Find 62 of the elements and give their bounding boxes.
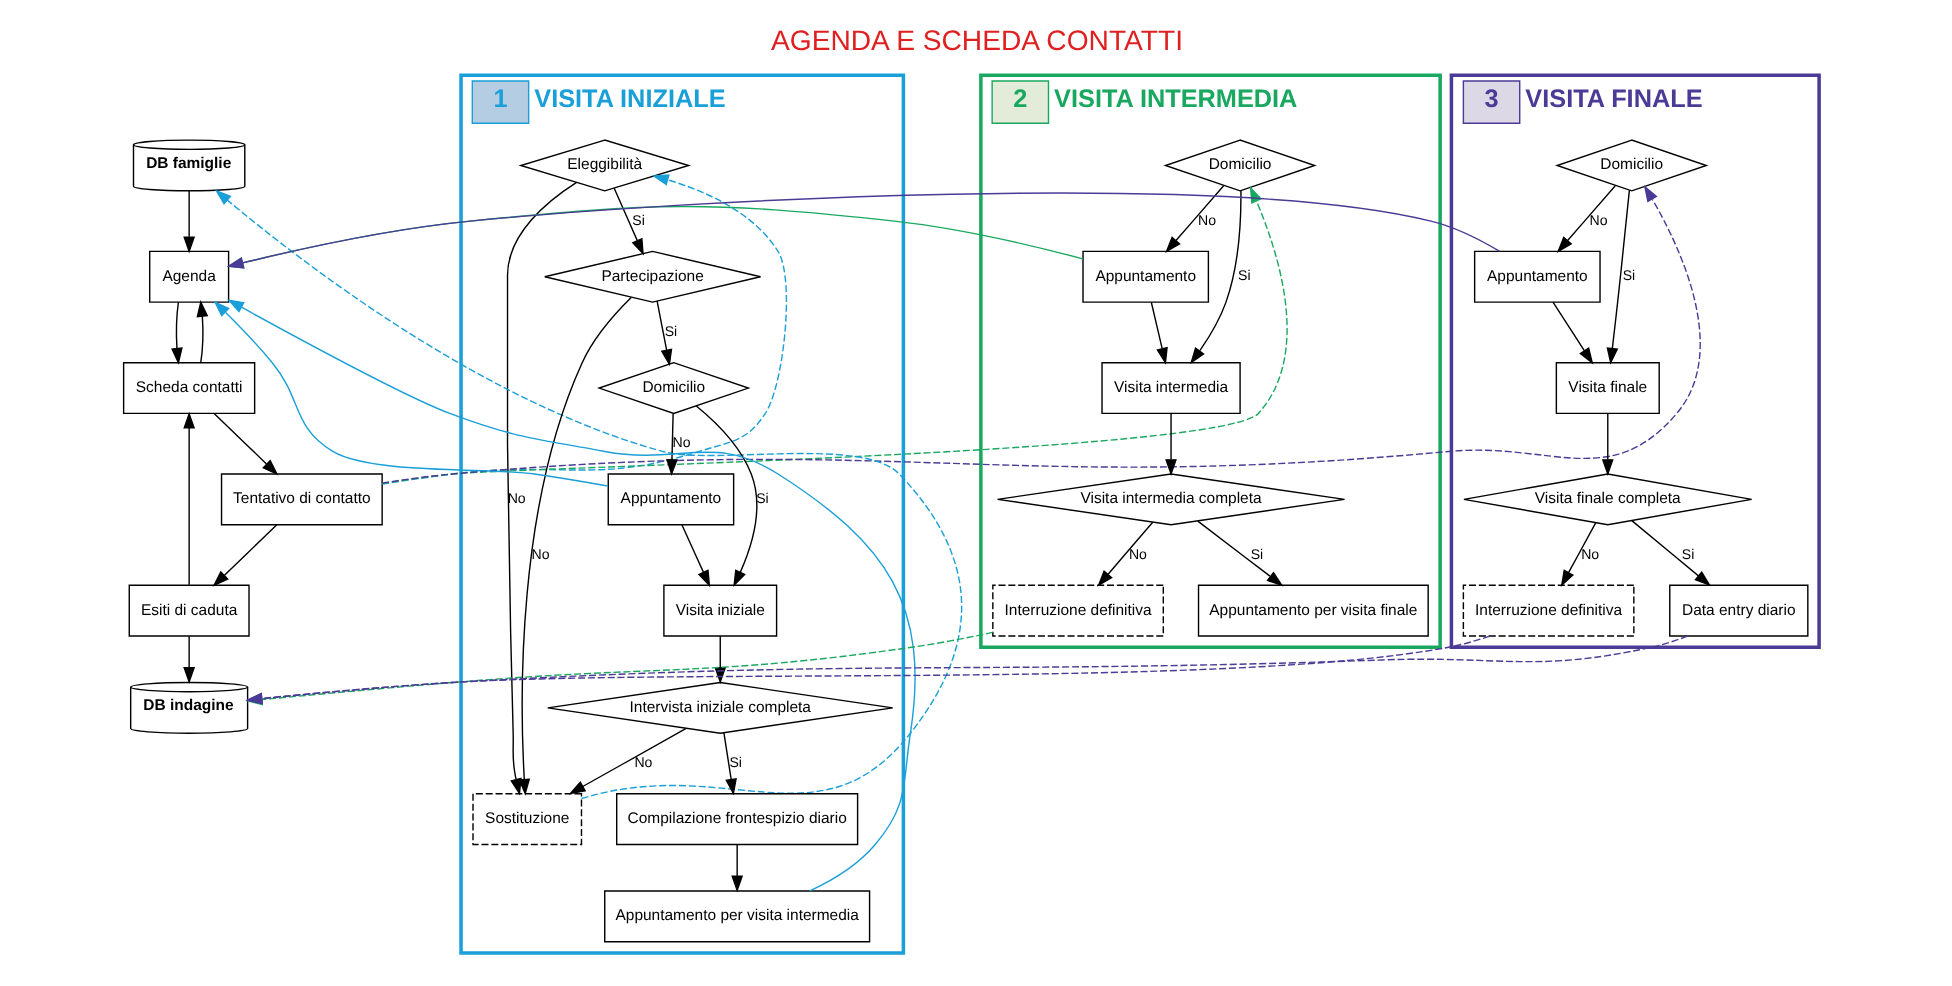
arrow <box>380 186 1287 485</box>
diagram-title: AGENDA E SCHEDA CONTATTI <box>770 23 1182 56</box>
node-diamond: Domicilio <box>595 361 750 415</box>
arrow <box>567 727 686 795</box>
arrow <box>730 844 743 893</box>
node-box: Appuntamento <box>606 473 734 526</box>
arrow <box>1164 185 1224 253</box>
node-box: Interruzione definitiva <box>1461 584 1634 637</box>
node-diamond: Partecipazione <box>543 250 761 303</box>
node-diamond: Domicilio <box>1553 139 1708 192</box>
arrow <box>1600 412 1613 477</box>
arrow <box>1630 519 1711 587</box>
arrow <box>517 296 631 796</box>
arrow <box>212 300 608 487</box>
node-diamond: Domicilio <box>1162 139 1316 192</box>
node-box: Interruzione definitiva <box>991 584 1163 637</box>
arrow <box>1559 522 1596 587</box>
node-box: Visita iniziale <box>662 584 777 637</box>
arrow <box>380 174 787 485</box>
node-diamond: Visita intermedia completa <box>995 473 1345 526</box>
node-box: Appuntamento <box>1472 250 1600 303</box>
node-box: Data entry diario <box>1668 584 1808 637</box>
arrow <box>212 412 278 476</box>
arrow <box>380 185 1700 484</box>
arrow <box>694 405 757 588</box>
arrow <box>1196 520 1283 587</box>
node-box: Scheda contatti <box>121 362 255 415</box>
node-box: Appuntamento per visita intermedia <box>603 890 870 943</box>
node-box: Agenda <box>148 250 229 303</box>
arrow <box>182 190 195 254</box>
arrow <box>1096 521 1153 587</box>
node-diamond: Visita finale completa <box>1462 473 1752 526</box>
arrow <box>182 635 195 684</box>
node-box: Compilazione frontespizio diario <box>615 793 858 846</box>
node-box: Appuntamento per visita finale <box>1196 584 1428 637</box>
arrow <box>170 301 182 365</box>
arrow <box>680 524 710 588</box>
arrow <box>1189 189 1241 365</box>
node-box: Esiti di caduta <box>127 584 249 637</box>
arrow <box>211 524 277 587</box>
node-box: Visita intermedia <box>1100 362 1240 415</box>
arrow <box>1149 301 1167 365</box>
node-box: Sostituzione <box>471 793 582 846</box>
node-diamond: Eleggibilità <box>517 139 691 192</box>
arrow <box>213 189 962 800</box>
arrow <box>1605 189 1630 365</box>
arrow <box>226 299 915 892</box>
node-box: Visita finale <box>1554 362 1659 415</box>
node-diamond: Intervista iniziale completa <box>546 681 893 734</box>
arrow <box>665 412 677 477</box>
arrow <box>225 192 1500 269</box>
arrow <box>195 300 208 364</box>
node-box: Tentativo di contatto <box>219 473 382 526</box>
arrow <box>655 300 672 367</box>
arrow <box>1555 185 1615 253</box>
arrow <box>722 732 736 796</box>
arrow <box>1164 412 1176 477</box>
arrow <box>182 411 195 586</box>
node-box: Appuntamento <box>1081 250 1209 303</box>
arrow <box>612 187 643 256</box>
arrow <box>505 181 577 796</box>
arrow <box>1551 301 1593 365</box>
